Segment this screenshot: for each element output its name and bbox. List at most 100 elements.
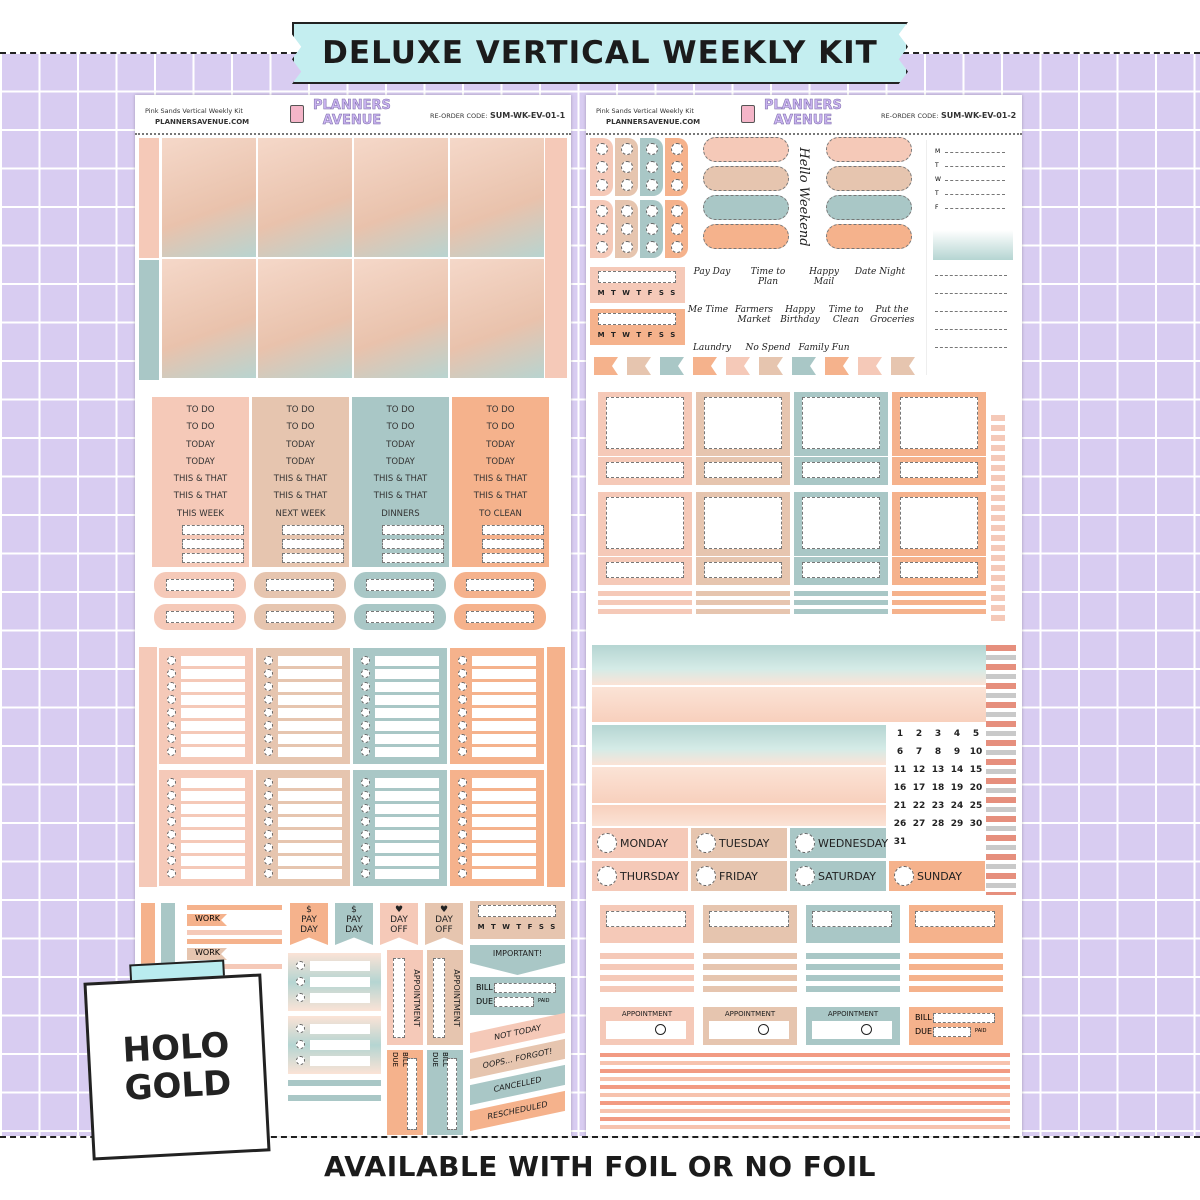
flag-tab xyxy=(627,357,651,375)
day-circle xyxy=(597,833,617,853)
checklist-sticker xyxy=(353,770,447,886)
reorder-code: SUM-WK-EV-01-2 xyxy=(941,111,1017,120)
checkbox xyxy=(361,817,370,826)
write-box xyxy=(812,911,892,927)
box-sticker xyxy=(598,392,692,456)
stripe-washi xyxy=(986,645,1016,895)
todo-label: TO DO xyxy=(286,405,315,415)
side-strip xyxy=(139,260,159,380)
write-box xyxy=(494,983,556,993)
calendar-day: 12 xyxy=(912,765,926,775)
dot-checklist xyxy=(590,138,613,196)
flag-tab xyxy=(759,357,783,375)
checkbox xyxy=(167,843,176,852)
write-box xyxy=(266,611,334,623)
scallop-label xyxy=(154,604,246,630)
write-box xyxy=(466,611,534,623)
calendar-day: 14 xyxy=(950,765,964,775)
checkbox xyxy=(458,669,467,678)
write-box xyxy=(606,462,684,478)
day-label: SATURDAY xyxy=(790,861,886,891)
calendar-day: 17 xyxy=(912,783,926,793)
script-sticker: Date Night xyxy=(854,267,906,277)
script-sticker: No Spend xyxy=(745,343,791,353)
checklist-sticker xyxy=(450,770,544,886)
scallop-label xyxy=(254,604,346,630)
stripe xyxy=(806,953,900,995)
todo-label: THIS & THAT xyxy=(173,474,228,485)
side-strip xyxy=(543,138,567,378)
checklist-line xyxy=(472,856,536,866)
hello-weekend-script: Hello Weekend xyxy=(796,147,811,247)
checklist-line xyxy=(278,669,342,679)
write-box xyxy=(366,611,434,623)
bill-label: BILL xyxy=(401,1052,409,1067)
checklist-line xyxy=(181,843,245,853)
checklist-line xyxy=(472,708,536,718)
checkbox xyxy=(264,804,273,813)
checkbox xyxy=(264,843,273,852)
write-box xyxy=(447,1058,457,1130)
write-box xyxy=(933,1013,995,1023)
todo-label: TO CLEAN xyxy=(479,508,522,519)
checklist-line xyxy=(310,977,370,987)
todo-label: TODAY xyxy=(286,456,315,467)
calendar-day: 23 xyxy=(931,801,945,811)
day-label: WEDNESDAY xyxy=(790,828,888,858)
checklist-line xyxy=(181,708,245,718)
day-label: FRIDAY xyxy=(691,861,787,891)
checkbox xyxy=(361,830,370,839)
day-label: MONDAY xyxy=(592,828,688,858)
checklist-sticker xyxy=(159,648,253,764)
checklist-line xyxy=(472,734,536,744)
checklist-line xyxy=(181,869,245,879)
checkbox xyxy=(458,734,467,743)
checklist-line xyxy=(375,869,439,879)
checklist-line xyxy=(472,695,536,705)
day-name: SUNDAY xyxy=(917,869,962,883)
checkbox xyxy=(167,817,176,826)
calendar-day: 2 xyxy=(915,729,923,739)
checkbox xyxy=(361,804,370,813)
calendar-day: 27 xyxy=(912,819,926,829)
todo-label: THIS & THAT xyxy=(273,474,328,485)
stripe xyxy=(288,1095,381,1101)
write-box xyxy=(407,1058,417,1130)
holo-gold-badge: HOLO GOLD xyxy=(83,973,271,1161)
todo-label: TO DO xyxy=(386,405,415,415)
checklist-line xyxy=(181,804,245,814)
write-box xyxy=(282,539,344,549)
box-sticker xyxy=(794,492,888,556)
checkbox xyxy=(167,721,176,730)
checklist-line xyxy=(472,869,536,879)
checkbox xyxy=(596,223,608,235)
week-tracker: M T W T F S S xyxy=(470,901,565,939)
foil-availability-text: AVAILABLE WITH FOIL OR NO FOIL xyxy=(323,1150,876,1183)
checklist-line xyxy=(278,856,342,866)
calendar-day: 30 xyxy=(969,819,983,829)
day-circle xyxy=(795,833,815,853)
checklist-line xyxy=(375,721,439,731)
scallop-label xyxy=(826,166,912,191)
checkbox xyxy=(671,161,683,173)
write-box xyxy=(266,579,334,591)
checklist-line xyxy=(278,791,342,801)
calendar-day: 4 xyxy=(953,729,961,739)
kit-name: Pink Sands Vertical Weekly Kit xyxy=(145,107,243,115)
week-letters: M T W T F S S xyxy=(477,923,558,931)
day-name: MONDAY xyxy=(620,836,669,850)
box-sticker xyxy=(696,392,790,456)
calendar-day: 15 xyxy=(969,765,983,775)
side-strip xyxy=(139,138,159,258)
day-name: SATURDAY xyxy=(818,869,876,883)
checkbox xyxy=(596,241,608,253)
checkbox xyxy=(458,747,467,756)
checkbox xyxy=(167,791,176,800)
todo-label: THIS & THAT xyxy=(473,491,528,502)
write-box xyxy=(598,271,676,283)
checklist-line xyxy=(181,817,245,827)
